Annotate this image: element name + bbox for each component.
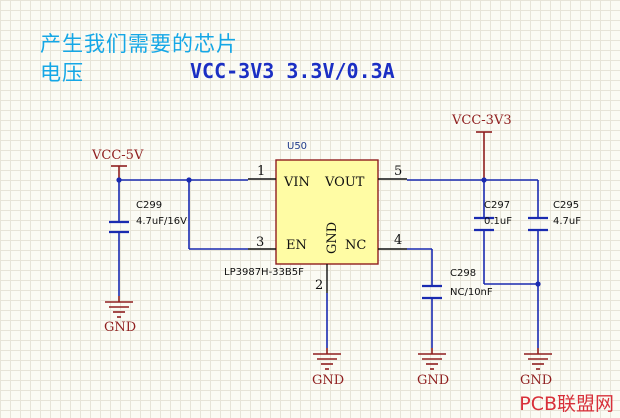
ground-symbol-c299: [105, 296, 133, 318]
ground-symbol-c298: [418, 348, 446, 370]
schematic-title: 产生我们需要的芯片: [40, 32, 238, 56]
pin-number-5: 5: [394, 164, 402, 179]
c297-ref: C297: [484, 200, 510, 211]
watermark-logo: PCB联盟网: [519, 393, 614, 415]
c298-value: NC/10nF: [450, 287, 493, 298]
c299-value: 4.7uF/16V: [136, 216, 187, 227]
pin-number-4: 4: [394, 233, 402, 248]
gnd-label-chip: GND: [312, 373, 344, 388]
gnd-label-c298: GND: [417, 373, 449, 388]
pin-label-nc: NC: [345, 238, 366, 253]
c299-ref: C299: [136, 200, 162, 211]
pin-label-vin: VIN: [283, 175, 310, 190]
chip-ref: U50: [287, 141, 307, 152]
ground-symbol-chip: [313, 348, 341, 370]
output-spec: VCC-3V3 3.3V/0.3A: [190, 59, 395, 83]
gnd-label-c295: GND: [520, 373, 552, 388]
pin-label-en: EN: [286, 238, 307, 253]
c298-ref: C298: [450, 268, 476, 279]
pin-number-3: 3: [256, 235, 264, 250]
pin-label-vout: VOUT: [324, 175, 365, 190]
c295-value: 4.7uF: [553, 216, 581, 227]
pin-number-1: 1: [257, 164, 265, 179]
chip-part-number: LP3987H-33B5F: [224, 267, 304, 278]
junction-ground-right: [535, 281, 541, 287]
ldo-chip-body[interactable]: [275, 159, 379, 265]
net-label-vcc-3v3: VCC-3V3: [451, 113, 512, 128]
gnd-label-c299: GND: [104, 320, 136, 335]
ground-symbol-c295: [524, 348, 552, 370]
pin-number-2: 2: [315, 278, 323, 293]
net-label-vcc-5v: VCC-5V: [91, 148, 144, 163]
c297-value: 0.1uF: [484, 216, 512, 227]
pin-label-gnd: GND: [325, 222, 340, 254]
c295-ref: C295: [553, 200, 579, 211]
schematic-subtitle: 电压: [40, 61, 84, 85]
